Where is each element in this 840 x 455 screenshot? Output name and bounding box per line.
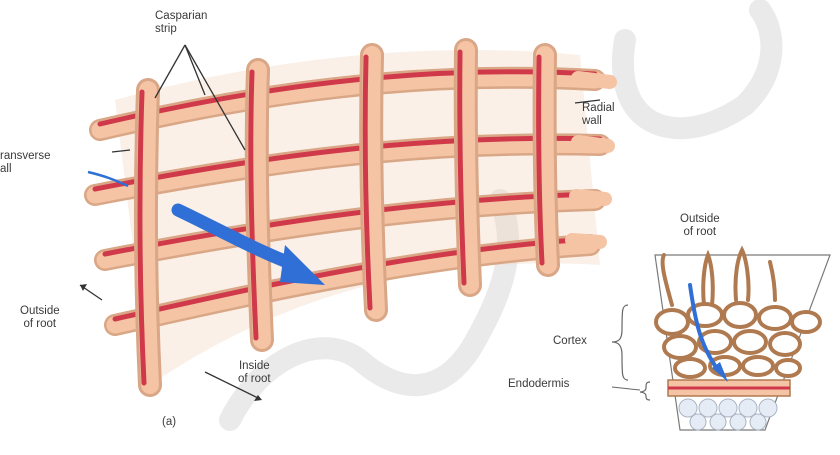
panel-a-label: (a): [162, 416, 176, 429]
cortex-label: Cortex: [553, 335, 587, 348]
root-hairs: [663, 250, 775, 305]
transverse-wall-label: ransverse all: [0, 150, 51, 176]
casparian-strip-label: Casparian strip: [155, 10, 207, 36]
cortex-cells: [656, 303, 820, 377]
outside-of-root-label: Outside of root: [20, 305, 60, 331]
root-cross-section-inset: [612, 250, 830, 430]
inset-outside-of-root-label: Outside of root: [680, 213, 720, 239]
endodermis-wall-lattice: [95, 50, 610, 385]
inside-of-root-label: Inside of root: [238, 360, 271, 386]
radial-wall-label: Radial wall: [582, 102, 615, 128]
endodermis-label: Endodermis: [508, 378, 569, 391]
vascular-cells: [679, 399, 777, 430]
